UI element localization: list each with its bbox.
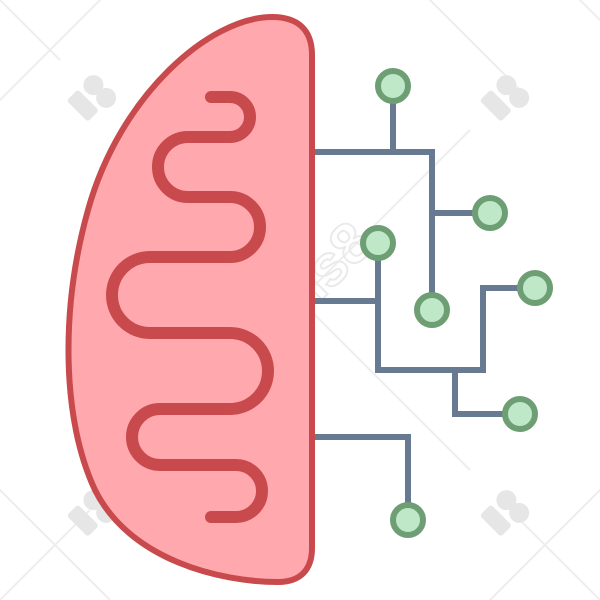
circuit-node [517,270,553,306]
circuit-node [414,292,450,328]
brain-fold-curve [106,91,274,523]
circuit-node [360,225,396,261]
circuit-nodes [360,68,553,538]
circuit-trace-middle [312,243,535,417]
watermark-logo-icon-bottom-right [480,490,530,536]
watermark-logo-icon-top-right [480,75,530,121]
circuit-node [390,502,426,538]
circuit-trace-lower [312,434,411,520]
watermark-logo-icon-top-left [67,75,117,121]
circuit-node [375,68,411,104]
circuit-node [502,396,538,432]
circuit-node [472,195,508,231]
